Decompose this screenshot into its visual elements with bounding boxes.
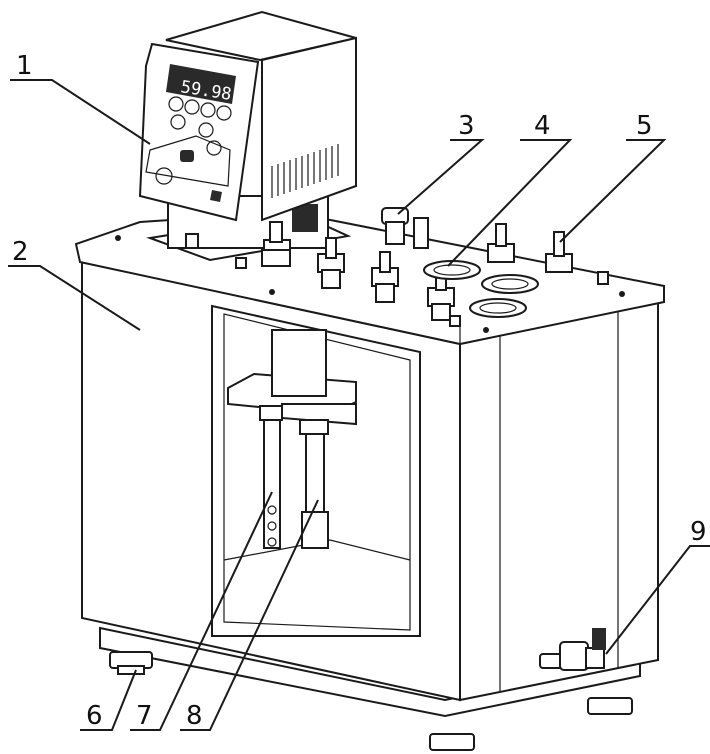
keypad [168,96,232,156]
drain-valve [539,628,606,671]
callout-labels: 1 2 3 4 5 6 7 8 9 [12,51,707,731]
callout-1: 1 [16,51,33,81]
callout-7: 7 [136,701,153,731]
callout-9: 9 [690,517,707,547]
callout-2: 2 [12,237,29,267]
power-switch-icon [155,167,173,185]
button-icon [198,122,214,138]
callout-3: 3 [458,111,475,141]
viscometer-holders [317,223,573,321]
lcd-display [166,64,236,104]
button-icon [168,96,184,112]
button-icon [184,99,200,115]
stopper-fitting [381,207,429,249]
button-icon [200,102,216,118]
lid-fittings [235,207,609,327]
mounting-plate [146,195,352,262]
vent-slots [271,144,339,198]
button-icon [206,140,222,156]
feet [109,651,633,751]
leader-lines [8,79,710,731]
controller-unit: 59.98 [138,10,357,222]
button-icon [216,105,232,121]
callout-4: 4 [534,111,551,141]
callout-5: 5 [636,111,653,141]
viewing-window [211,304,421,637]
button-icon [170,114,186,130]
callout-8: 8 [186,701,203,731]
callout-6: 6 [86,701,103,731]
